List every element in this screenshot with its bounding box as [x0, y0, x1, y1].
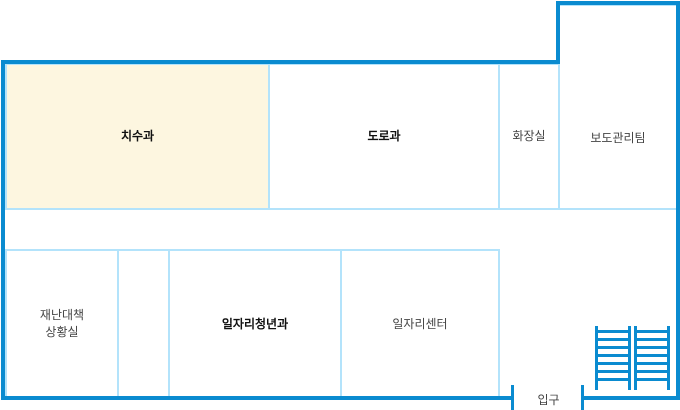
- room-label: 일자리센터: [392, 316, 448, 331]
- room-disaster[interactable]: 재난대책 상황실: [5, 249, 119, 399]
- room-blank: [117, 249, 170, 399]
- entrance-post-right: [581, 385, 584, 410]
- room-label: 화장실: [512, 129, 546, 143]
- wall-top-left: [1, 60, 560, 64]
- room-jobs-center[interactable]: 일자리센터: [340, 249, 500, 399]
- wall-top-right: [556, 1, 680, 5]
- corridor-line: [5, 208, 677, 210]
- room-sidewalk-team[interactable]: 보도관리팀: [558, 4, 678, 210]
- wall-bottom-left: [1, 396, 514, 400]
- room-chisu[interactable]: 치수과: [5, 63, 270, 210]
- room-label: 일자리청년과: [221, 316, 289, 331]
- room-label: 재난대책 상황실: [39, 308, 85, 339]
- entrance-post-left: [511, 385, 514, 410]
- entrance-label: 입구: [537, 392, 560, 407]
- room-doro[interactable]: 도로과: [268, 63, 500, 210]
- room-restroom[interactable]: 화장실: [498, 63, 560, 210]
- room-label: 도로과: [367, 129, 401, 143]
- room-label: 보도관리팀: [590, 131, 646, 145]
- wall-step: [556, 1, 560, 64]
- wall-right: [676, 1, 680, 400]
- room-label: 치수과: [120, 129, 155, 143]
- wall-left: [1, 60, 5, 400]
- room-jobs-youth[interactable]: 일자리청년과: [168, 249, 342, 399]
- wall-bottom-right: [582, 396, 680, 400]
